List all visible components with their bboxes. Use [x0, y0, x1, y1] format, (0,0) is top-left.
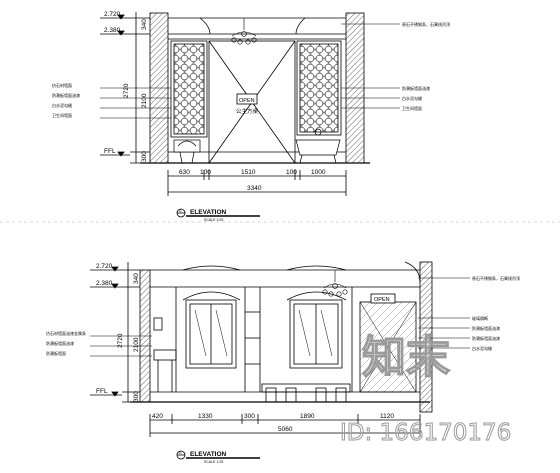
top-level-3: FFL	[104, 148, 116, 155]
right-window-frame	[286, 291, 347, 369]
bottom-title: ELEVATION	[190, 451, 227, 458]
top-elevation	[0, 12, 560, 223]
bottom-vdim-3: 2100	[133, 337, 140, 352]
bottom-tag: D	[179, 451, 182, 455]
top-hdim-5: 1000	[311, 169, 326, 176]
chandelier	[231, 18, 257, 45]
top-vdim-1: 340	[141, 19, 148, 30]
top-vdim-3: 2100	[141, 93, 148, 108]
bench-fixture	[261, 383, 351, 403]
bottom-callout-right-3: 防潮板墙面油漆	[472, 325, 500, 331]
top-level-1: 2.720	[104, 11, 121, 18]
toilet-fixture	[173, 139, 201, 164]
bottom-callout-left-2: 防潮板墙面油漆	[46, 340, 74, 346]
bottom-hdim-2: 1330	[198, 413, 213, 420]
chandelier	[322, 270, 348, 297]
vanity-fixture	[153, 349, 177, 392]
top-hdim-2: 100	[200, 169, 211, 176]
bottom-door-sign: OPEN	[374, 297, 390, 303]
bottom-total-width: 5060	[278, 426, 293, 433]
bottom-elevation	[90, 261, 470, 460]
top-vdim-4: 300	[141, 151, 148, 162]
wall-sconce	[153, 317, 163, 331]
bottom-level-2: 2.380	[96, 280, 113, 287]
door-sign	[370, 293, 396, 304]
bottom-hdim-1: 420	[152, 413, 163, 420]
watermark-logo: 知末	[362, 332, 450, 383]
bottom-callout-left-3: 防潮板墙面	[46, 350, 66, 356]
top-callout-left-3: 白水泥勾缝	[52, 102, 72, 108]
bottom-callout-right-2: 玻璃隔断	[472, 315, 488, 321]
top-callout-left-1: 仿石材墙面	[52, 82, 72, 88]
bottom-level-1: 2.720	[96, 263, 113, 270]
top-hdim-3: 1510	[241, 169, 256, 176]
left-lattice-panel	[173, 43, 205, 135]
top-tag: D	[179, 209, 182, 213]
bottom-scale: SCALE 1:25	[204, 460, 223, 464]
bottom-hdim-5: 1120	[380, 413, 394, 420]
top-callout-right-4: 卫生间墙面	[402, 105, 422, 111]
bathtub-fixture	[295, 128, 341, 164]
top-hdim-1: 630	[179, 169, 190, 176]
top-title: ELEVATION	[190, 209, 227, 216]
bottom-callout-right-1: 原石不锈钢条，石膏线吊顶	[472, 275, 520, 281]
right-lattice-panel	[299, 43, 339, 133]
bottom-level-3: FFL	[96, 388, 108, 395]
top-door-text: 公主方桌	[236, 107, 259, 115]
bottom-hdim-3: 300	[244, 413, 255, 420]
bottom-callout-right-5: 白水泥勾缝	[472, 345, 492, 351]
bottom-vdim-4: 300	[133, 391, 140, 402]
bottom-elevation-text: 2.720 2.380 FFL 340 2720 2100 300 420 13…	[46, 263, 520, 464]
bottom-callout-right-4: 防潮板墙面油漆	[472, 335, 500, 341]
top-callout-right-2: 防潮板墙面油漆	[402, 85, 430, 91]
left-window-frame	[182, 291, 241, 369]
top-callout-left-4: 卫生间墙面	[52, 112, 72, 118]
bottom-vdim-1: 340	[133, 273, 140, 284]
top-callout-right-1: 原石不锈钢条，石膏线吊顶	[402, 21, 450, 27]
bottom-hdim-4: 1890	[300, 413, 315, 420]
top-door-sign: OPEN	[239, 98, 255, 104]
top-vdim-2: 2720	[123, 83, 130, 98]
top-total-width: 3340	[247, 185, 262, 192]
watermark: 知末 ID: 166170176	[340, 331, 512, 446]
top-callout-left-2: 防潮板墙面油漆	[52, 92, 80, 98]
bottom-callout-left-1: 仿石材墙面油漆金属条	[46, 330, 86, 336]
top-callout-right-3: 白水泥勾缝	[402, 95, 422, 101]
watermark-id: ID: 166170176	[340, 420, 511, 446]
bottom-vdim-2: 2720	[117, 333, 124, 348]
top-scale: SCALE 1:25	[204, 218, 223, 222]
top-level-2: 2.380	[104, 27, 121, 34]
top-elevation-text: 2.720 2.380 FFL 340 2720 2100 300 630 10…	[52, 11, 450, 222]
top-hdim-4: 100	[286, 169, 297, 176]
door-sign	[236, 93, 258, 105]
right-wall-section	[419, 261, 433, 413]
